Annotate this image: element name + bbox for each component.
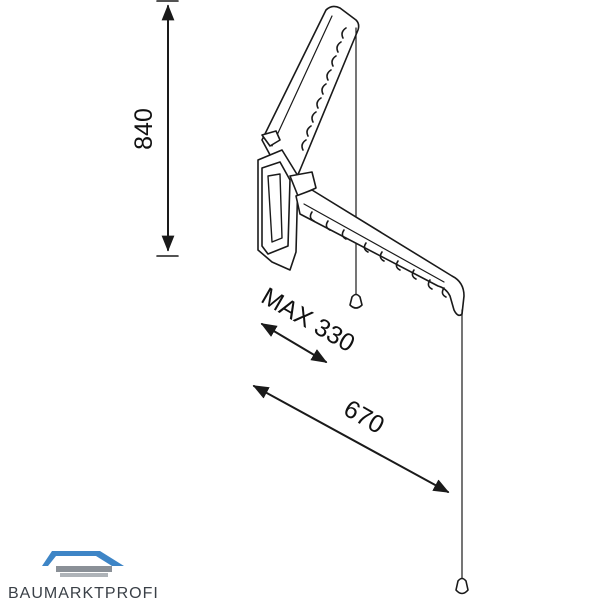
- upper-pull-handle: [349, 293, 363, 309]
- height-dimension: 840: [130, 0, 179, 257]
- logo-roof-icon: [42, 551, 124, 566]
- bracket-slot: [267, 173, 283, 243]
- logo-bar-2-icon: [60, 573, 108, 577]
- lower-arm-hooks: [309, 211, 447, 298]
- lower-arm: [295, 189, 469, 595]
- bracket-knob: [261, 130, 281, 147]
- brand-name: BAUMARKTPROFI: [8, 585, 159, 600]
- wall-bracket: [257, 130, 317, 271]
- brand-logo: BAUMARKTPROFI: [8, 551, 159, 600]
- width-label: 670: [339, 395, 389, 440]
- upper-arm: [261, 5, 363, 309]
- upper-arm-hooks: [301, 27, 347, 151]
- width-arrow: [252, 385, 450, 493]
- lower-pull-handle: [455, 577, 469, 595]
- upper-arm-body: [261, 5, 360, 193]
- width-dimension: 670: [252, 385, 450, 493]
- max-extension-label: MAX 330: [256, 282, 359, 358]
- lower-arm-body: [295, 189, 465, 317]
- upper-arm-edge: [271, 15, 333, 147]
- max-extension-arrow: [260, 323, 328, 363]
- height-label: 840: [130, 108, 158, 150]
- max-extension-dimension: MAX 330: [256, 282, 360, 363]
- lower-arm-edge: [303, 203, 445, 283]
- logo-bar-icon: [56, 566, 112, 572]
- bracket-hinge: [289, 171, 317, 197]
